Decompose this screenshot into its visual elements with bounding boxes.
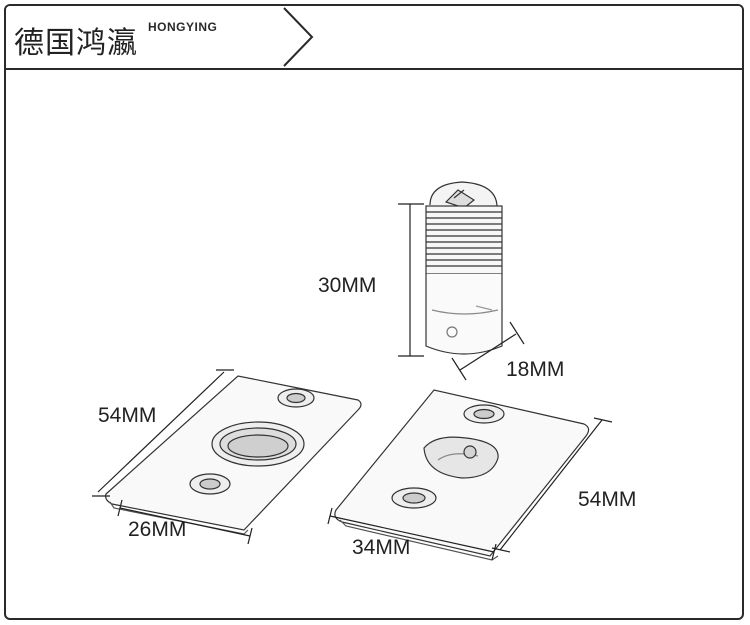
- dim-line-right-plate-height: [491, 417, 613, 553]
- label-left-plate-height: 54MM: [98, 404, 157, 427]
- brand-name-en: HONGYING: [148, 20, 218, 34]
- label-right-plate-height: 54MM: [578, 488, 637, 511]
- label-bolt-diameter: 18MM: [506, 358, 565, 381]
- header-bar: 德国鸿瀛 HONGYING: [6, 6, 742, 70]
- label-left-plate-width: 26MM: [128, 518, 187, 541]
- dim-line-bolt-height: [398, 203, 424, 357]
- chevron-right-icon: [283, 7, 314, 67]
- page-frame: 德国鸿瀛 HONGYING: [4, 4, 744, 620]
- dim-line-left-plate-height: [92, 369, 234, 497]
- dim-line-right-plate-width: [327, 507, 497, 561]
- label-bolt-height: 30MM: [318, 274, 377, 297]
- product-diagram: 30MM 18MM 54MM 26MM 34MM 54MM: [6, 70, 742, 618]
- brand-name-cn: 德国鸿瀛: [14, 26, 138, 61]
- bolt-illustration: [425, 181, 503, 355]
- left-strike-plate: [105, 375, 362, 535]
- label-right-plate-width: 34MM: [352, 536, 411, 559]
- dim-line-bolt-diameter: [451, 321, 525, 381]
- right-strike-plate: [334, 389, 590, 561]
- dim-line-left-plate-width: [117, 499, 253, 545]
- diagram-drawing: [92, 181, 613, 561]
